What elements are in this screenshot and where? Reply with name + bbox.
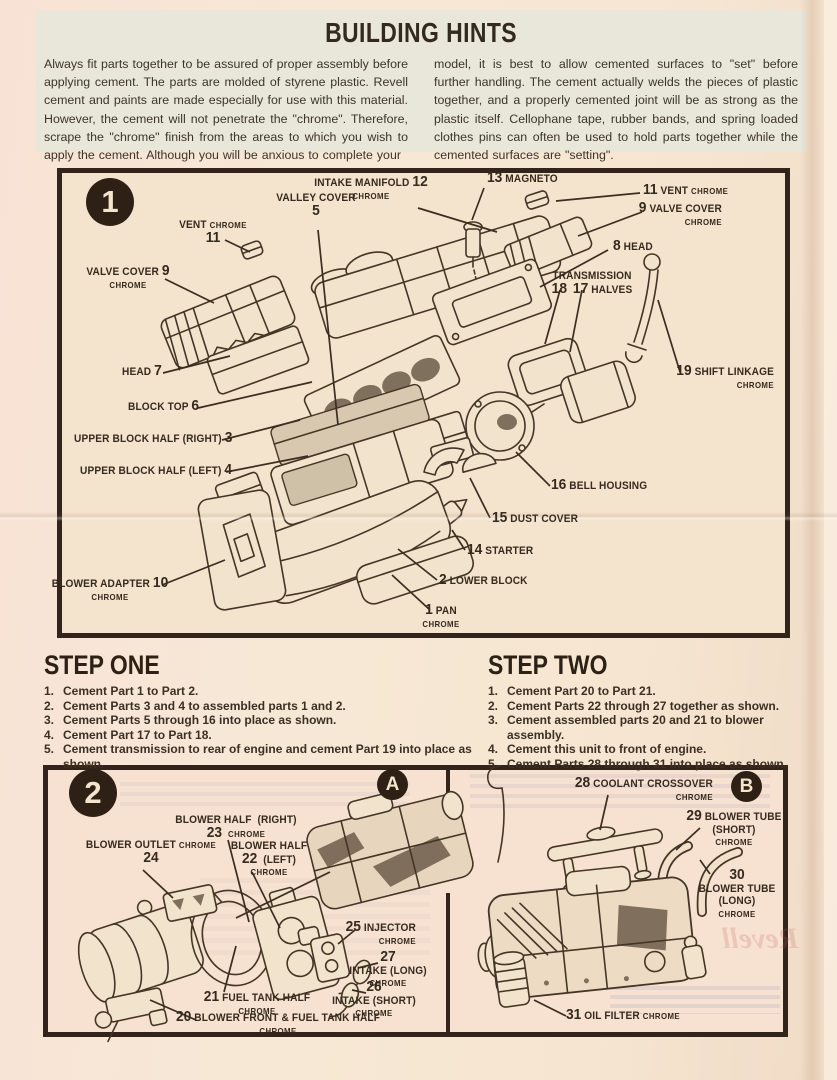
intro-paragraph-right: model, it is best to allow cemented surf… xyxy=(434,57,798,163)
page-title: BUILDING HINTS xyxy=(325,17,517,48)
diagram-2-number-badge: 2 xyxy=(69,769,117,817)
panel-divider xyxy=(446,770,450,802)
step-one-list: 1.Cement Part 1 to Part 2.2.Cement Parts… xyxy=(44,684,480,772)
step-item: 5.Cement transmission to rear of engine … xyxy=(44,742,472,771)
step-item: 2.Cement Parts 22 through 27 together as… xyxy=(488,698,780,713)
diagram-1-frame xyxy=(57,168,790,638)
step-item: 3.Cement assembled parts 20 and 21 to bl… xyxy=(488,713,764,742)
panel-b-badge: B xyxy=(731,771,762,802)
step-item: 1.Cement Part 20 to Part 21. xyxy=(488,684,656,698)
step-one-section: STEP ONE 1.Cement Part 1 to Part 2.2.Cem… xyxy=(44,650,480,772)
step-item: 5.Cement Parts 28 through 31 into place … xyxy=(488,756,788,771)
intro-paragraph-left: Always fit parts together to be assured … xyxy=(44,57,408,163)
step-item: 3.Cement Parts 5 through 16 into place a… xyxy=(44,713,337,728)
diagram-2-frame xyxy=(43,765,788,1037)
step-two-section: STEP TWO 1.Cement Part 20 to Part 21.2.C… xyxy=(488,650,808,772)
panel-a-badge: A xyxy=(377,769,408,800)
diagram-1-number-badge: 1 xyxy=(86,178,134,226)
step-item: 4.Cement Part 17 to Part 18. xyxy=(44,727,212,742)
step-item: 4.Cement this unit to front of engine. xyxy=(488,742,707,757)
intro-columns: Always fit parts together to be assured … xyxy=(36,55,806,164)
step-two-heading: STEP TWO xyxy=(488,650,608,680)
step-one-heading: STEP ONE xyxy=(44,650,160,680)
show-through-revell-logo: Revell xyxy=(722,922,799,955)
step-item: 1.Cement Part 1 to Part 2. xyxy=(44,684,199,698)
building-hints-panel: BUILDING HINTS Always fit parts together… xyxy=(36,10,806,162)
panel-divider xyxy=(446,893,450,1037)
step-item: 2.Cement Parts 3 and 4 to assembled part… xyxy=(44,698,346,713)
right-page-edge xyxy=(824,0,837,1080)
step-two-list: 1.Cement Part 20 to Part 21.2.Cement Par… xyxy=(488,684,808,772)
